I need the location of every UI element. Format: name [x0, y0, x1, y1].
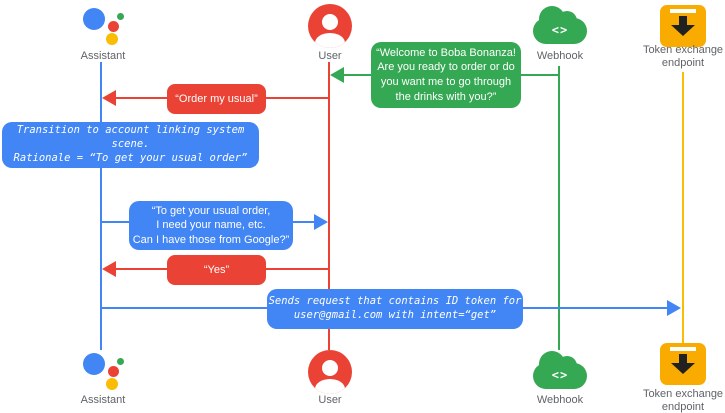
- user-body-shape: [315, 33, 345, 48]
- welcome-message: “Welcome to Boba Bonanza! Are you ready …: [371, 42, 521, 108]
- user-lifeline: [328, 62, 330, 350]
- webhook-label-top: Webhook: [536, 50, 584, 62]
- download-arrow-stem: [679, 354, 687, 364]
- token-endpoint-icon: [660, 5, 706, 47]
- token-endpoint-icon: [660, 343, 706, 385]
- webhook-lifeline: [558, 66, 560, 350]
- assistant-label-bottom: Assistant: [80, 394, 126, 406]
- user-label-top: User: [318, 50, 342, 62]
- ask-google-message: “To get your usual order, I need your na…: [129, 201, 293, 250]
- cloud-base: [533, 18, 587, 44]
- assistant-blue-circle: [83, 353, 105, 375]
- webhook-cloud-icon: <>: [533, 351, 587, 391]
- token-endpoint-lifeline: [682, 72, 684, 343]
- download-arrow-head: [671, 363, 695, 374]
- transition-note: Transition to account linking system sce…: [2, 122, 259, 168]
- assistant-green-dot: [117, 358, 124, 365]
- assistant-blue-circle: [83, 8, 105, 30]
- ask-arrowhead-right-icon: [314, 214, 328, 230]
- download-arrow-head: [671, 25, 695, 36]
- welcome-arrowhead-left-icon: [330, 67, 344, 83]
- yes-message: “Yes”: [167, 255, 266, 285]
- user-icon: [308, 4, 352, 48]
- token-endpoint-label-bottom: Token exchange endpoint: [642, 388, 724, 413]
- sends-request-arrowhead-right-icon: [667, 300, 681, 316]
- code-brackets-glyph: <>: [551, 368, 569, 382]
- order-usual-message: “Order my usual”: [167, 84, 266, 114]
- assistant-red-circle: [108, 21, 119, 32]
- token-box-slot: [670, 347, 696, 351]
- user-icon: [308, 350, 352, 394]
- yes-arrowhead-left-icon: [102, 261, 116, 277]
- webhook-label-bottom: Webhook: [536, 394, 584, 406]
- assistant-yellow-circle: [106, 378, 118, 390]
- user-head-shape: [322, 360, 338, 376]
- assistant-green-dot: [117, 13, 124, 20]
- user-label-bottom: User: [318, 394, 342, 406]
- order-arrowhead-left-icon: [102, 90, 116, 106]
- webhook-cloud-icon: <>: [533, 6, 587, 46]
- user-body-shape: [315, 379, 345, 394]
- assistant-yellow-circle: [106, 33, 118, 45]
- user-head-shape: [322, 14, 338, 30]
- cloud-base: [533, 363, 587, 389]
- assistant-red-circle: [108, 366, 119, 377]
- assistant-lifeline: [100, 62, 102, 350]
- sends-request-note: Sends request that contains ID token for…: [267, 289, 523, 329]
- assistant-logo-icon: [70, 2, 130, 48]
- assistant-logo-icon: [70, 347, 130, 393]
- download-arrow-stem: [679, 16, 687, 26]
- assistant-label-top: Assistant: [80, 50, 126, 62]
- token-endpoint-label-top: Token exchange endpoint: [642, 44, 724, 69]
- code-brackets-glyph: <>: [551, 23, 569, 37]
- token-box-slot: [670, 9, 696, 13]
